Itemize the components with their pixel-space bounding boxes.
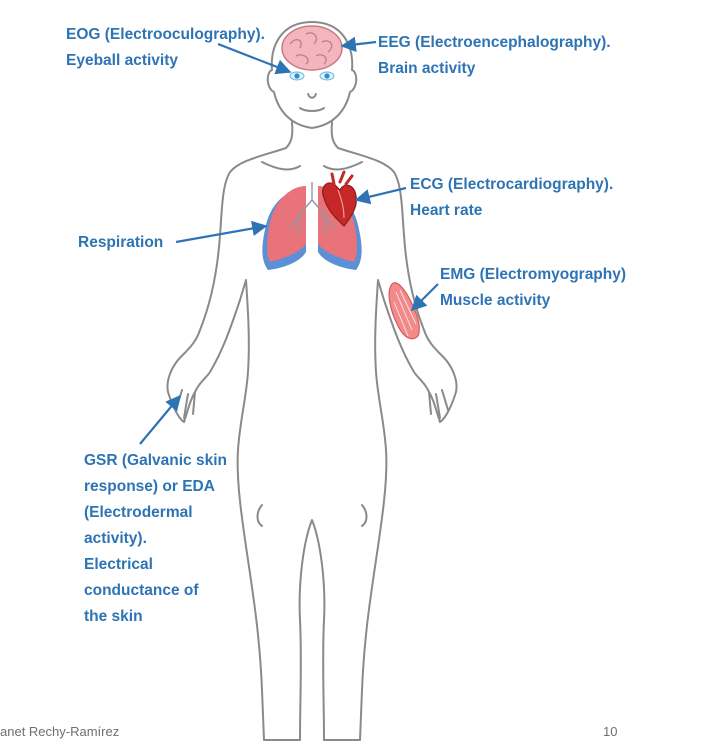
arrow-ecg xyxy=(354,186,407,205)
label-emg-line2: Muscle activity xyxy=(440,292,551,309)
label-eeg: EEG (Electroencephalography). Brain acti… xyxy=(378,30,611,82)
human-body-outline xyxy=(166,21,458,741)
label-gsr-line2: response) or EDA xyxy=(84,478,215,495)
label-ecg-line2: Heart rate xyxy=(410,202,483,219)
label-gsr-line4: activity). xyxy=(84,530,147,547)
heart-icon xyxy=(322,170,357,227)
pointer-arrows xyxy=(139,36,439,445)
label-eog-line2: Eyeball activity xyxy=(66,52,179,69)
eyes-icon xyxy=(289,71,335,81)
label-eog-line1: EOG (Electrooculography). xyxy=(66,26,265,43)
arrow-gsr xyxy=(139,394,181,445)
label-gsr: GSR (Galvanic skin response) or EDA (Ele… xyxy=(84,448,227,630)
label-gsr-line6: conductance of xyxy=(84,582,199,599)
label-respiration: Respiration xyxy=(78,230,163,256)
label-gsr-line5: Electrical xyxy=(84,556,153,573)
label-gsr-line7: the skin xyxy=(84,608,143,625)
arrow-eeg xyxy=(340,36,377,53)
label-eeg-line1: EEG (Electroencephalography). xyxy=(378,34,611,51)
footer-author: anet Rechy-Ramírez xyxy=(0,724,120,739)
forearm-muscle-icon xyxy=(388,282,420,340)
label-ecg-line1: ECG (Electrocardiography). xyxy=(410,176,614,193)
arrow-eog xyxy=(217,42,292,75)
label-gsr-line1: GSR (Galvanic skin xyxy=(84,452,227,469)
arrow-respiration xyxy=(175,220,268,244)
label-eog: EOG (Electrooculography). Eyeball activi… xyxy=(66,22,265,74)
label-eeg-line2: Brain activity xyxy=(378,60,476,77)
label-emg: EMG (Electromyography) Muscle activity xyxy=(440,262,626,314)
footer-page-number: 10 xyxy=(603,724,618,739)
brain-icon xyxy=(281,25,343,71)
label-gsr-line3: (Electrodermal xyxy=(84,504,193,521)
arrow-emg xyxy=(410,283,439,312)
label-respiration-line1: Respiration xyxy=(78,234,164,251)
label-emg-line1: EMG (Electromyography) xyxy=(440,266,627,283)
label-ecg: ECG (Electrocardiography). Heart rate xyxy=(410,172,613,224)
